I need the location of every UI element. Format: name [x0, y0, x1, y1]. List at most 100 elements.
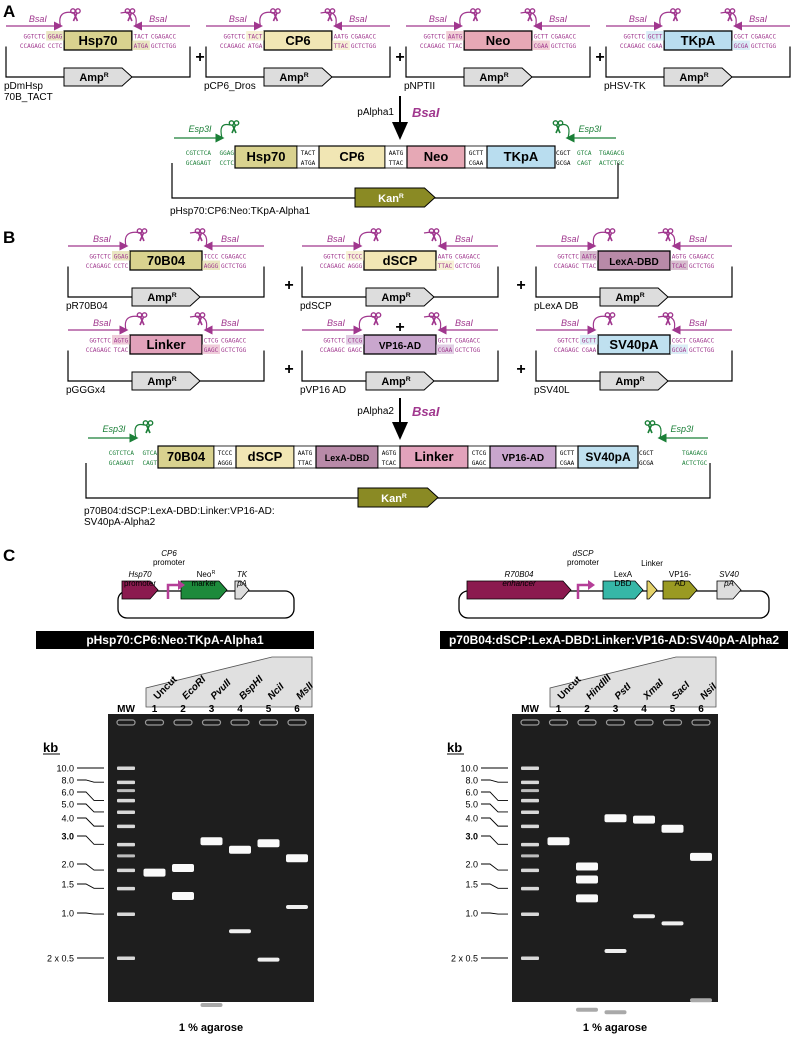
scissors-handle: [275, 8, 281, 14]
sample-band: [286, 904, 308, 909]
enzyme-label-bsai: BsaI: [327, 318, 346, 328]
cut-arc: [459, 11, 476, 27]
flank-seq: CCAGAGC: [554, 263, 580, 270]
flank-seq: CCAGAGC: [220, 43, 246, 50]
scissors-handle: [667, 312, 674, 318]
ladder-band: [521, 886, 539, 891]
cut-arc: [720, 11, 737, 27]
sample-band: [229, 929, 251, 934]
ladder-leader-line: [481, 883, 508, 889]
ladder-band: [117, 886, 135, 891]
ladder-size-label: 2.0: [465, 860, 478, 870]
insert-label: Hsp70: [78, 33, 117, 48]
kan-marker-arrow: [357, 487, 439, 508]
enzyme-header-panel: [549, 656, 717, 708]
assembly-arrow-head: [392, 122, 408, 140]
junction-bottom: AGGG: [218, 460, 233, 467]
gel-body: [108, 714, 314, 1002]
flank-seq: GCAGAGT: [109, 460, 135, 467]
overhang-bottom: TTAC: [448, 43, 463, 50]
lane-number: 2: [180, 704, 186, 715]
amp-marker-label: AmpR: [381, 376, 410, 388]
overhang-bottom: ATGA: [248, 43, 263, 50]
plasmid-name: pSV40L: [534, 385, 570, 396]
flank-seq: GGTCTC: [557, 254, 579, 261]
overhang-bottom: TCAC: [672, 263, 687, 270]
gel-well: [201, 719, 222, 726]
scissors-handle: [529, 8, 536, 14]
gel-well: [287, 719, 307, 726]
scissors-handle: [370, 312, 377, 318]
enzyme-label-bsai: BsaI: [549, 14, 568, 24]
sample-band: [286, 854, 308, 863]
ladder-leader-line: [77, 803, 104, 813]
overhang-fill: [346, 251, 364, 261]
overhang-top: TCCC: [348, 254, 363, 261]
flank-seq: CGAGACC: [751, 34, 777, 41]
overhang-fill: [731, 40, 750, 50]
gel-well: [634, 719, 654, 726]
enzyme-label-bsai: BsaI: [749, 14, 768, 24]
overhang-top: GCTT: [648, 34, 663, 41]
scissors-icon: [604, 312, 616, 326]
ladder-band: [521, 766, 539, 770]
product-segment-label: 70B04: [167, 449, 206, 464]
construct-title: p70B04:dSCP:LexA-DBD:Linker:VP16-AD:SV40…: [449, 633, 779, 647]
overhang-top: CTCG: [348, 338, 363, 345]
overhang-bottom: GCGA: [556, 160, 571, 167]
sample-band: [200, 837, 223, 846]
scissors-handle: [329, 8, 336, 14]
scissors-blade: [373, 232, 379, 242]
ladder-leader-line: [481, 863, 508, 871]
scissors-blade: [327, 12, 333, 22]
overhang-bottom: CGAA: [582, 347, 597, 354]
enzyme-label-bsai: BsaI: [561, 318, 580, 328]
lane-number: MW: [521, 704, 539, 715]
scissors-handle: [370, 228, 377, 234]
cut-arc: [657, 315, 676, 331]
flank-seq: ACTCTGC: [599, 160, 625, 167]
scissors-blade: [373, 316, 379, 326]
ladder-leader-line: [77, 835, 104, 845]
gel-well: [662, 719, 683, 726]
ladder-band: [117, 868, 135, 873]
promoter-arrow-icon: [166, 583, 180, 599]
cut-arc: [189, 231, 208, 247]
amp-marker-label: AmpR: [679, 72, 708, 84]
ladder-band: [521, 798, 539, 803]
feature-label: Hsp70: [128, 570, 152, 579]
scissors-handle: [141, 312, 148, 318]
feature-label: CP6: [161, 549, 177, 558]
overhang-top: TACT: [134, 34, 149, 41]
product-name: p70B04:dSCP:LexA-DBD:Linker:VP16-AD:: [84, 506, 275, 517]
flank-seq: GGTCTC: [223, 34, 245, 41]
sample-band: [200, 1003, 223, 1007]
ladder-leader-line: [481, 835, 508, 845]
overhang-fill: [131, 40, 150, 50]
plasmid-name: pLexA DB: [534, 301, 579, 312]
sample-band: [661, 824, 684, 833]
overhang-top: GCTT: [534, 34, 549, 41]
scissors-icon: [670, 8, 681, 22]
product-segment-label: SV40pA: [585, 450, 631, 464]
cut-arc: [124, 231, 143, 247]
junction-top: AGTG: [382, 450, 397, 457]
ladder-size-label: 1.5: [465, 880, 478, 890]
feature-arrow: [180, 580, 228, 600]
ladder-leader-line: [481, 912, 508, 915]
ladder-leader-line: [77, 779, 104, 783]
feature-label: TK: [237, 570, 248, 579]
flank-seq: GCTCTGG: [751, 43, 777, 50]
scissors-handle: [644, 420, 651, 426]
flank-seq: CGAGACC: [551, 34, 577, 41]
ladder-band: [117, 798, 135, 803]
ladder-band: [521, 842, 539, 847]
junction-top: AATG: [389, 150, 404, 157]
ladder-leader-line: [77, 863, 104, 871]
feature-label: VP16-: [669, 570, 692, 579]
gel-well: [577, 719, 597, 726]
sample-band: [576, 1007, 598, 1012]
